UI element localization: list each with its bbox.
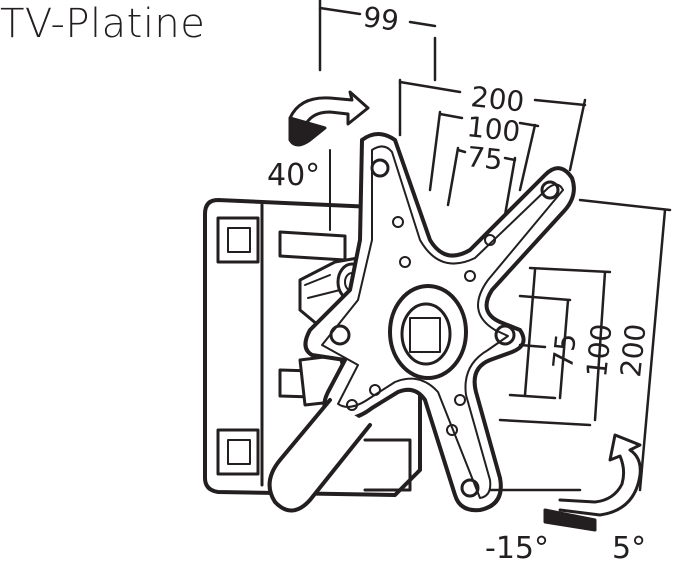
horizontal-200-label: 200 (469, 80, 526, 118)
tilt-up-angle-label: 5° (612, 531, 646, 563)
horizontal-100-label: 100 (465, 110, 522, 148)
depth-label: 99 (361, 0, 401, 38)
vertical-200-label: 200 (614, 322, 652, 379)
tilt-down-angle-label: -15° (485, 531, 549, 563)
rotation-arrow-icon (288, 90, 370, 147)
horizontal-75-label: 75 (465, 140, 504, 177)
vertical-75-label: 75 (546, 332, 583, 371)
tilt-arrow-icon (543, 433, 642, 532)
vertical-100-label: 100 (580, 322, 618, 379)
horizontal-dimensions (318, 0, 587, 217)
page-title: TV-Platine (0, 1, 206, 47)
vertical-dimensions (488, 198, 672, 492)
swivel-angle-label: 40° (267, 158, 320, 193)
tv-plate (267, 132, 576, 513)
